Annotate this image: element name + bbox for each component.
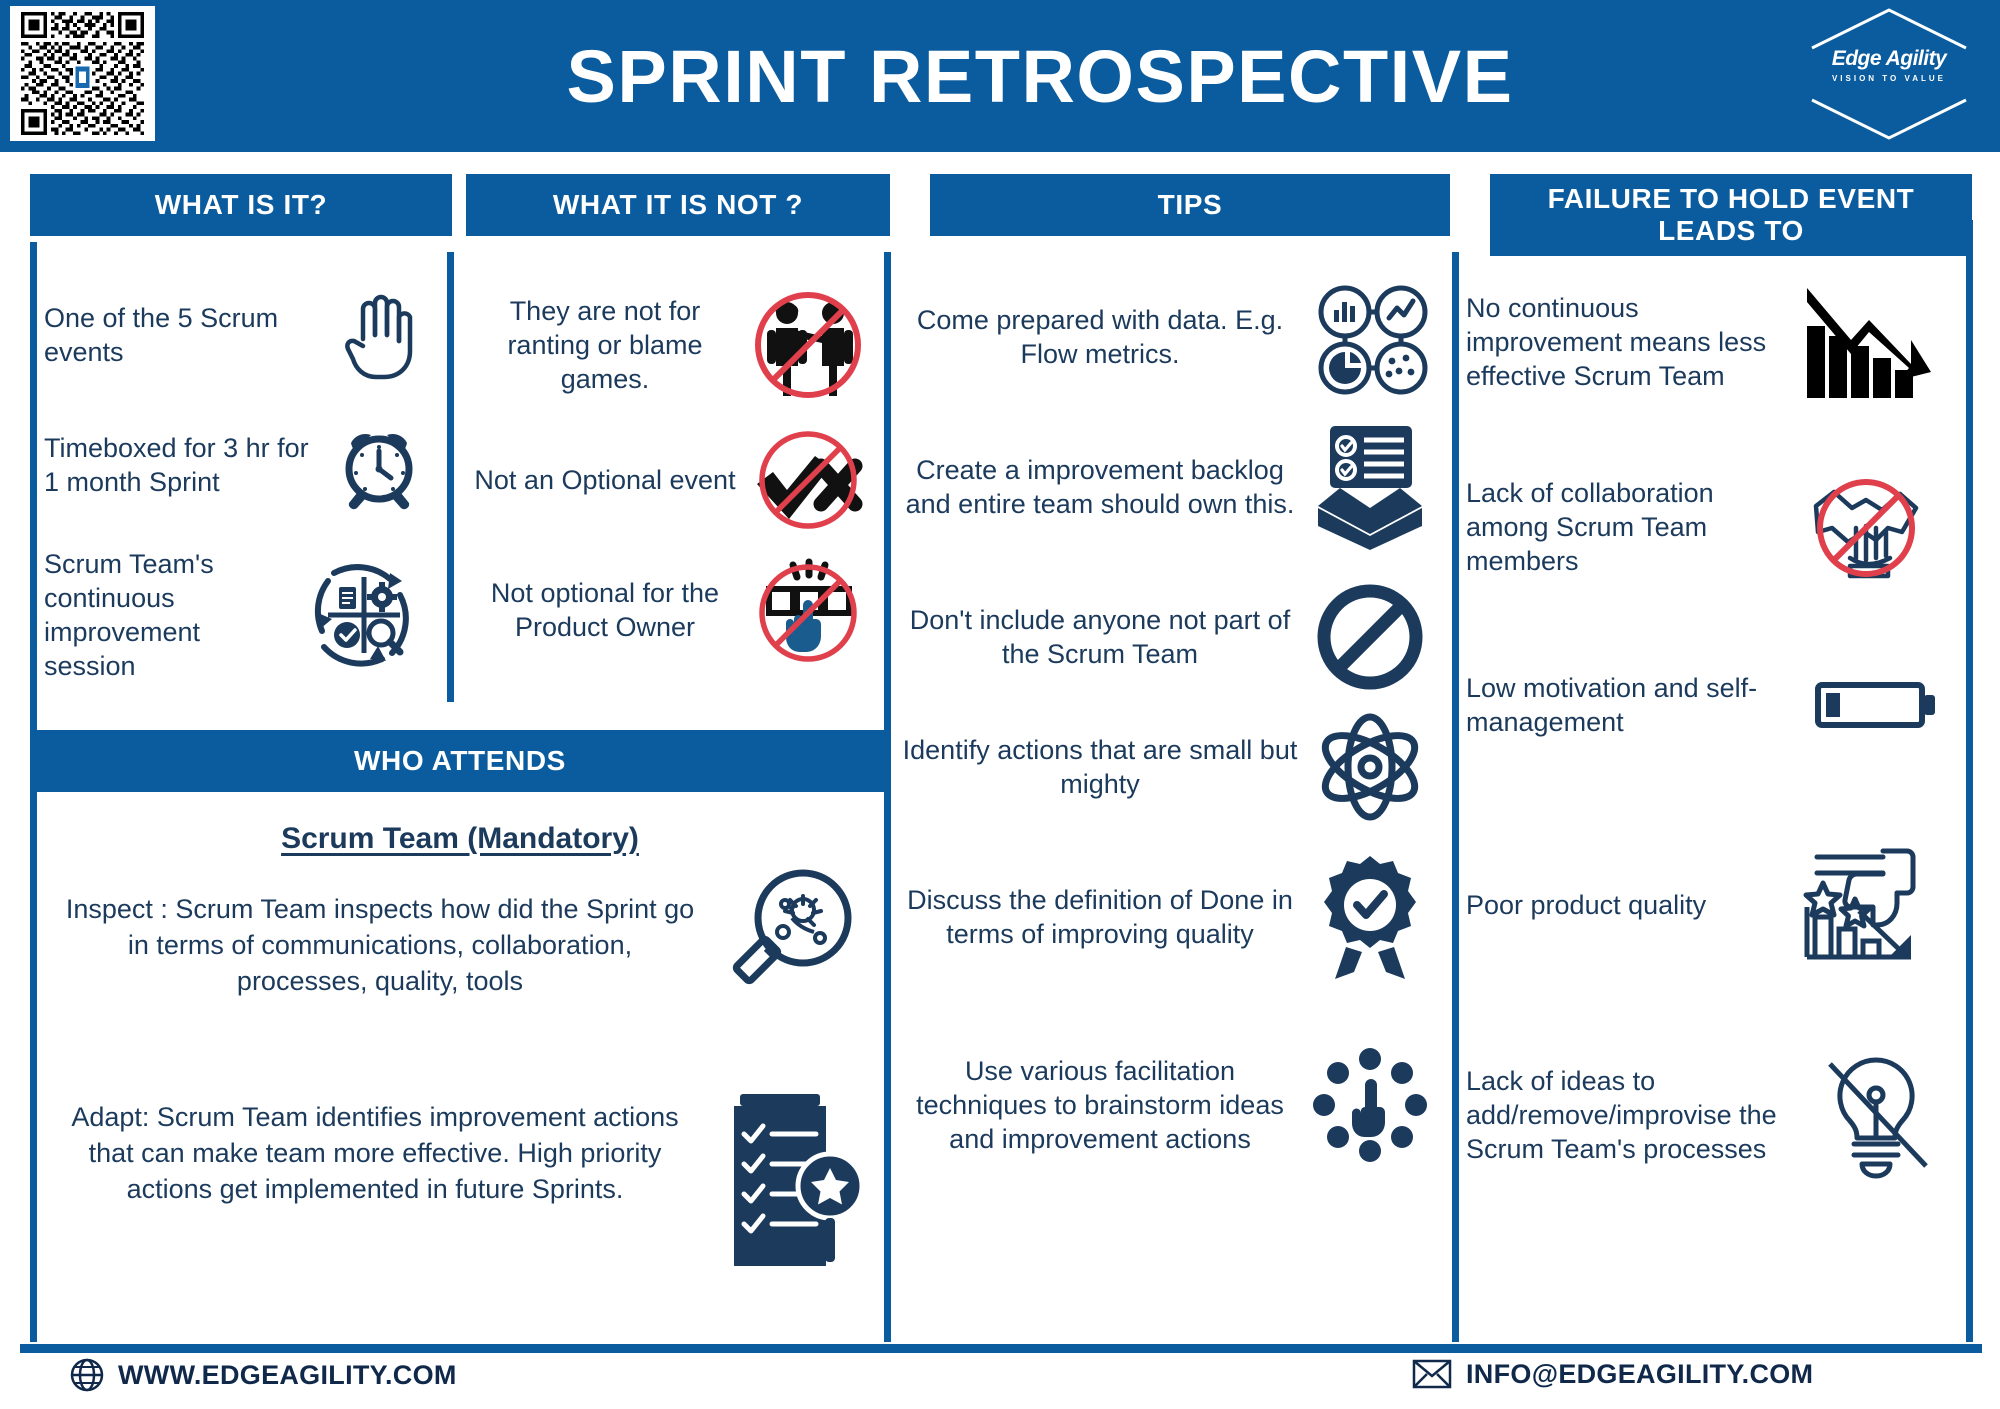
footer-website[interactable]: WWW.EDGEAGILITY.COM (70, 1358, 457, 1392)
footer-divider (20, 1344, 1982, 1353)
list-item: Identify actions that are small but migh… (900, 712, 1445, 822)
list-item: They are not for ranting or blame games. (470, 280, 880, 410)
who-attends-adapt-text: Adapt: Scrum Team identifies improvement… (71, 1102, 679, 1204)
what-it-is-not-item-0-text: They are not for ranting or blame games. (507, 295, 703, 394)
atom-icon (1300, 710, 1440, 825)
pointing-hand-circle-dots-icon (1300, 1045, 1440, 1165)
no-choice-selection-icon (740, 551, 875, 669)
list-item: Create a improvement backlog and entire … (900, 412, 1445, 562)
no-handshake-icon (1776, 470, 1956, 585)
page-header: SPRINT RETROSPECTIVE Edge Agility VISION… (0, 0, 2000, 152)
tips-item-0-text: Come prepared with data. E.g. Flow metri… (916, 304, 1284, 369)
logo-tagline: VISION TO VALUE (1831, 74, 1947, 83)
what-is-it-item-2-text: Scrum Team's continuous improvement sess… (44, 548, 214, 682)
tips-item-2-text: Don't include anyone not part of the Scr… (909, 604, 1291, 669)
list-item: One of the 5 Scrum events (44, 280, 444, 390)
failure-item-4-text: Lack of ideas to add/remove/improvise th… (1466, 1065, 1777, 1164)
footer-website-text: WWW.EDGEAGILITY.COM (118, 1359, 457, 1390)
column-header-what-is-it: WHAT IS IT? (30, 174, 452, 236)
who-attends-subtitle: Scrum Team (Mandatory) (281, 822, 639, 855)
no-check-or-cross-icon (740, 426, 875, 534)
quality-ribbon-check-icon (1300, 852, 1440, 982)
failure-item-3-text: Poor product quality (1466, 889, 1707, 920)
divider-bar-3 (1452, 252, 1459, 1342)
column-header-failure-leads-to: FAILURE TO HOLD EVENT LEADS TO (1490, 174, 1972, 256)
tips-item-1-text: Create a improvement backlog and entire … (905, 454, 1295, 519)
list-item: No continuous improvement means less eff… (1466, 272, 1966, 412)
list-item: Poor product quality (1466, 840, 1966, 970)
list-item: Lack of collaboration among Scrum Team m… (1466, 462, 1966, 592)
alarm-clock-icon (324, 417, 434, 513)
list-item: Not an Optional event (470, 420, 880, 540)
envelope-icon (1412, 1358, 1452, 1390)
checklist-star-icon (715, 1085, 875, 1275)
what-it-is-not-item-2-text: Not optional for the Product Owner (490, 577, 720, 642)
globe-icon (70, 1358, 104, 1392)
declining-bar-chart-icon (1776, 280, 1956, 405)
failure-item-1-text: Lack of collaboration among Scrum Team m… (1466, 477, 1714, 576)
list-item: Not optional for the Product Owner (470, 545, 880, 675)
list-item: Lack of ideas to add/remove/improvise th… (1466, 1035, 1966, 1195)
low-battery-icon (1796, 675, 1956, 735)
tips-item-3-text: Identify actions that are small but migh… (902, 734, 1298, 799)
what-is-it-item-1-text: Timeboxed for 3 hr for 1 month Sprint (44, 432, 309, 497)
right-border-bar (1966, 220, 1973, 1342)
no-lightbulb-idea-icon (1796, 1050, 1956, 1180)
continuous-improvement-cycle-icon (294, 555, 434, 675)
list-item: Discuss the definition of Done in terms … (900, 842, 1445, 992)
list-item: Use various facilitation techniques to b… (900, 1010, 1445, 1200)
tips-item-4-text: Discuss the definition of Done in terms … (907, 884, 1293, 949)
failure-item-0-text: No continuous improvement means less eff… (1466, 292, 1767, 391)
data-metrics-network-icon (1300, 280, 1440, 395)
divider-bar-2 (884, 252, 891, 1342)
left-border-bar (30, 242, 37, 1342)
logo-name: Edge Agility (1831, 47, 1947, 70)
tips-item-5-text: Use various facilitation techniques to b… (916, 1055, 1284, 1154)
prohibited-sign-icon (1300, 582, 1440, 692)
column-header-who-attends: WHO ATTENDS (30, 730, 890, 792)
column-header-tips: TIPS (930, 174, 1450, 236)
thumbs-down-declining-rating-icon (1766, 845, 1956, 965)
footer-email-text: INFO@EDGEAGILITY.COM (1466, 1358, 1814, 1389)
list-item: Low motivation and self-management (1466, 650, 1966, 760)
magnifying-glass-inspect-icon (715, 862, 875, 1012)
raised-hand-icon (324, 289, 434, 381)
column-header-what-it-is-not: WHAT IT IS NOT ? (466, 174, 890, 236)
list-item: Come prepared with data. E.g. Flow metri… (900, 280, 1445, 395)
what-is-it-item-0-text: One of the 5 Scrum events (44, 302, 279, 367)
brand-logo: Edge Agility VISION TO VALUE (1804, 4, 1974, 144)
footer-email[interactable]: INFO@EDGEAGILITY.COM (1412, 1358, 1813, 1390)
who-attends-inspect-text: Inspect : Scrum Team inspects how did th… (65, 894, 695, 996)
divider-bar-1 (447, 252, 454, 702)
page-title: SPRINT RETROSPECTIVE (566, 34, 1514, 118)
qr-code-icon[interactable] (10, 6, 155, 141)
no-blaming-people-icon (740, 286, 875, 404)
failure-item-2-text: Low motivation and self-management (1466, 672, 1758, 737)
list-item: Scrum Team's continuous improvement sess… (44, 540, 444, 690)
what-it-is-not-item-1-text: Not an Optional event (474, 464, 736, 495)
list-item: Don't include anyone not part of the Scr… (900, 582, 1445, 692)
open-box-checklist-icon (1300, 422, 1440, 552)
list-item: Timeboxed for 3 hr for 1 month Sprint (44, 410, 444, 520)
